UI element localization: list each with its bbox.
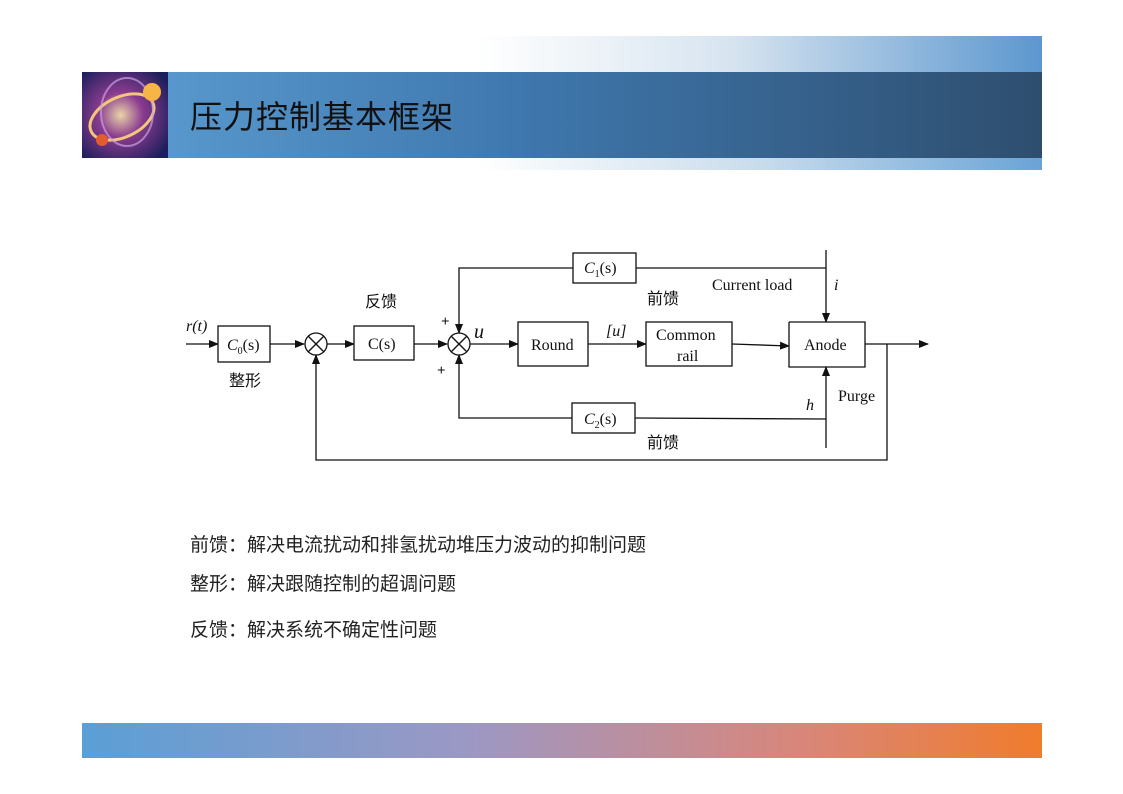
feedback-path (312, 344, 888, 461)
control-block-diagram: r(t) C0(s) 整形 反馈 C(s) + + u Round [u] Co… (186, 250, 929, 461)
c0-label: C0(s) (227, 337, 260, 357)
note-feedforward: 前馈：解决电流扰动和排氢扰动堆压力波动的抑制问题 (190, 534, 647, 556)
ff-top-line-left (455, 267, 573, 334)
feedforward-bottom-label: 前馈 (647, 433, 679, 452)
footer-bar (82, 723, 1042, 758)
header-logo-image (82, 72, 168, 158)
input-label: r(t) (186, 318, 207, 335)
plus-top: + (441, 314, 450, 330)
header-bar (82, 72, 1042, 158)
plus-bottom: + (437, 363, 446, 379)
feedback-label: 反馈 (365, 292, 397, 311)
anode-block (788, 321, 866, 368)
ff-bottom-line-left (455, 354, 572, 419)
current-load-label: Current load (712, 277, 792, 294)
header-underline-strip (478, 158, 1042, 170)
shaping-label: 整形 (229, 371, 261, 390)
ff-bottom-line-right (634, 417, 827, 420)
c1-label: C1(s) (584, 260, 617, 280)
quantized-u-label: [u] (606, 323, 626, 340)
cs-block (353, 325, 415, 361)
purge-label: Purge (838, 388, 875, 405)
note-shaping: 整形：解决跟随控制的超调问题 (190, 573, 457, 595)
c0-block (217, 325, 271, 363)
h-label: h (806, 397, 814, 414)
note-feedback: 反馈：解决系统不确定性问题 (190, 619, 438, 641)
c2-label: C2(s) (584, 411, 617, 431)
i-label: i (834, 277, 838, 294)
cs-label: C(s) (368, 336, 396, 353)
slide-title: 压力控制基本框架 (190, 98, 455, 136)
round-block (517, 321, 589, 367)
feedforward-top-label: 前馈 (647, 289, 679, 308)
anode-label: Anode (804, 337, 847, 354)
common-rail-label-1: Common (656, 327, 716, 344)
header-light-strip (478, 36, 1042, 72)
u-label: u (474, 321, 484, 343)
arrow-rail-to-anode (731, 341, 790, 350)
round-label: Round (531, 337, 574, 354)
c1-block (572, 252, 637, 284)
common-rail-label-2: rail (677, 348, 699, 365)
common-rail-block (645, 321, 733, 367)
